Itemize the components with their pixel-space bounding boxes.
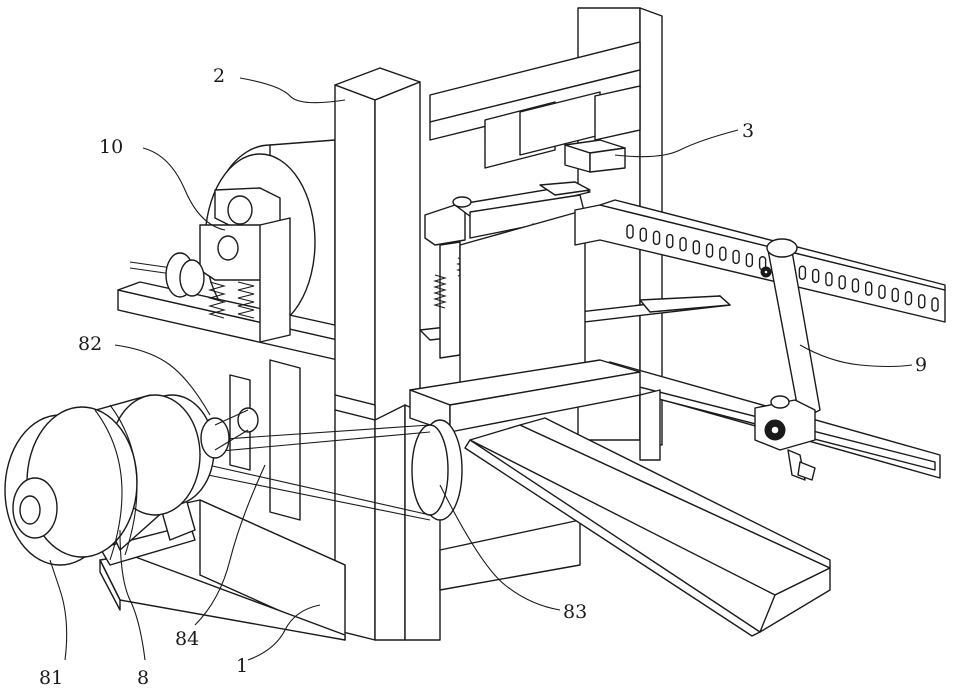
rack-tooth: [720, 247, 726, 260]
rack-tooth: [879, 285, 885, 298]
rack-tooth: [707, 244, 713, 257]
slide-block-3: [565, 140, 625, 172]
label-81: 81: [39, 667, 63, 689]
rack-tooth: [852, 279, 858, 292]
rack-tooth: [640, 228, 646, 241]
rack-tooth: [839, 276, 845, 289]
press-mechanism: [425, 182, 590, 390]
rack-tooth: [866, 282, 872, 295]
rack-tooth: [932, 298, 938, 311]
label-9: 9: [915, 354, 927, 376]
label-10: 10: [99, 136, 123, 158]
rack-tooth: [733, 250, 739, 263]
label-1: 1: [236, 655, 248, 677]
rack-tooth: [919, 295, 925, 308]
label-84: 84: [175, 628, 199, 650]
rack-tooth: [813, 269, 819, 282]
rack-tooth: [905, 292, 911, 305]
label-82: 82: [78, 333, 102, 355]
rack-tooth: [667, 235, 673, 248]
label-2: 2: [213, 65, 225, 87]
rack-tooth: [680, 238, 686, 251]
rack-tooth: [627, 225, 633, 238]
label-83: 83: [563, 601, 587, 623]
pulley-83: [412, 420, 462, 520]
label-3: 3: [742, 120, 754, 142]
rack-tooth: [826, 273, 832, 286]
rack-tooth: [693, 241, 699, 254]
rack-tooth: [746, 254, 752, 267]
front-column-2: [335, 68, 440, 640]
rack-tooth: [799, 266, 805, 279]
label-8: 8: [137, 667, 149, 689]
rack-tooth: [892, 288, 898, 301]
rack-tooth: [654, 231, 660, 244]
